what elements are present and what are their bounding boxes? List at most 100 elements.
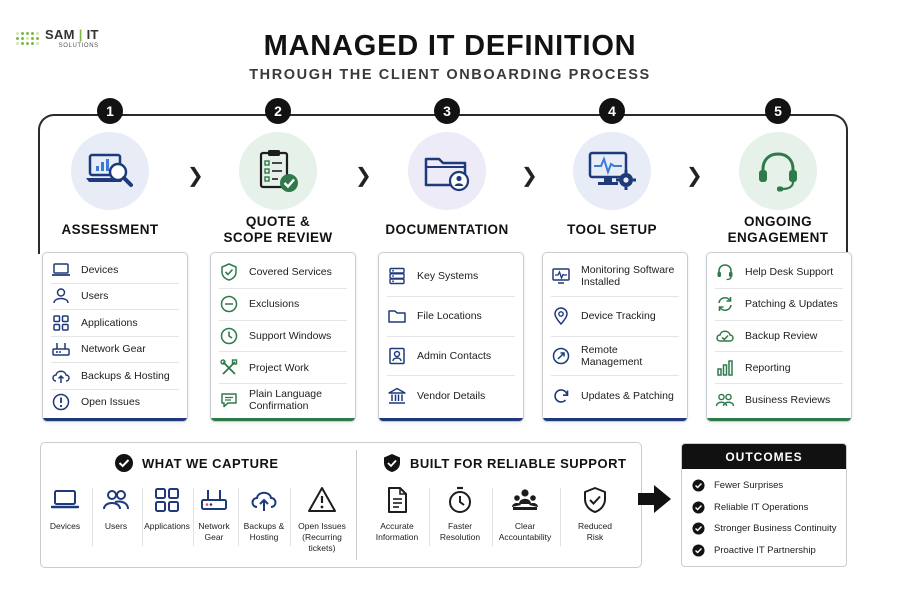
list-item: Network Gear: [51, 337, 179, 363]
map-pin-icon: [554, 307, 568, 326]
warning-triangle-icon: [308, 487, 336, 512]
arrow-right-icon: [638, 485, 671, 513]
support-heading: BUILT FOR RELIABLE SUPPORT: [382, 453, 626, 473]
capture-panel: [40, 442, 642, 568]
cloud-upload-icon: [52, 370, 70, 383]
list-item: Reporting: [715, 352, 843, 385]
shield-check-icon: [221, 263, 237, 282]
step-1-number: 1: [97, 98, 123, 124]
step-2-label: QUOTE &SCOPE REVIEW: [223, 214, 333, 245]
list-item: Help Desk Support: [715, 257, 843, 289]
users-icon: [103, 490, 129, 510]
step-3-icon-circle: [408, 132, 486, 210]
server-icon: [389, 268, 405, 285]
router-icon: [52, 343, 70, 356]
list-item: Applications: [51, 310, 179, 337]
list-item: Updates & Patching: [551, 376, 679, 415]
bar-chart-icon: [717, 360, 733, 376]
contact-card-icon: [389, 347, 405, 365]
laptop-icon: [50, 490, 80, 509]
list-item: Key Systems: [387, 257, 515, 297]
step-5-card: Help Desk Support Patching & Updates Bac…: [706, 252, 852, 422]
shield-check-icon: [384, 454, 400, 472]
bank-icon: [388, 387, 406, 404]
user-icon: [53, 288, 69, 304]
separator: [92, 488, 93, 546]
list-item: Backup Review: [715, 321, 843, 353]
check-circle-icon: [692, 479, 705, 492]
panel-divider: [356, 450, 357, 560]
step-5-icon-circle: [739, 132, 817, 210]
step-3-label: DOCUMENTATION: [385, 222, 509, 237]
tools-icon: [220, 359, 238, 375]
step-1-card: Devices Users Applications Network Gear …: [42, 252, 188, 422]
list-item: Proactive IT Partnership: [692, 540, 846, 562]
router-icon: [201, 490, 227, 510]
chevron-right-icon: ❯: [355, 165, 372, 187]
people-icon: [715, 393, 735, 406]
step-1-label: ASSESSMENT: [61, 222, 159, 237]
brand-name-left: SAM: [45, 27, 75, 42]
check-circle-icon: [692, 544, 705, 557]
headset-small-icon: [717, 264, 733, 281]
list-item: Fewer Surprises: [692, 475, 846, 497]
separator: [290, 488, 291, 546]
logo-dots-icon: [16, 32, 39, 45]
list-item: Covered Services: [219, 257, 347, 289]
capture-item-users: Users: [94, 485, 138, 532]
list-item: Open Issues: [51, 390, 179, 416]
step-4-label: TOOL SETUP: [567, 222, 657, 237]
step-2-number: 2: [265, 98, 291, 124]
list-item: Remote Management: [551, 337, 679, 377]
separator: [142, 488, 143, 546]
list-item: Support Windows: [219, 321, 347, 353]
outcomes-panel: OUTCOMES Fewer Surprises Reliable IT Ope…: [681, 443, 847, 567]
step-2-card: Covered Services Exclusions Support Wind…: [210, 252, 356, 422]
separator: [560, 488, 561, 546]
team-icon: [512, 489, 538, 510]
page-subtitle: THROUGH THE CLIENT ONBOARDING PROCESS: [249, 67, 651, 83]
chevron-right-icon: ❯: [521, 165, 538, 187]
capture-heading: WHAT WE CAPTURE: [114, 453, 279, 473]
capture-item-backups-hosting: Backups &Hosting: [240, 485, 288, 543]
chat-icon: [221, 392, 237, 407]
capture-item-applications: Applications: [144, 485, 190, 532]
capture-item-open-issues: Open Issues(Recurring tickets): [292, 485, 352, 554]
separator: [429, 488, 430, 546]
shield-check-icon: [584, 487, 606, 513]
alert-circle-icon: [52, 394, 70, 411]
step-2-icon-circle: [239, 132, 317, 210]
sync-icon: [718, 297, 732, 312]
list-item: Users: [51, 284, 179, 310]
step-5-number: 5: [765, 98, 791, 124]
step-4-number: 4: [599, 98, 625, 124]
brand-sub: SOLUTIONS: [58, 43, 99, 49]
list-item: Device Tracking: [551, 297, 679, 337]
remote-arrows-icon: [552, 347, 570, 365]
folder-user-icon: [424, 157, 470, 192]
clipboard-check-icon: [259, 150, 298, 192]
list-item: Project Work: [219, 352, 347, 385]
list-item: Reliable IT Operations: [692, 497, 846, 519]
separator: [238, 488, 239, 546]
list-item: Stronger Business Continuity: [692, 518, 846, 540]
check-circle-icon: [692, 522, 705, 535]
list-item: File Locations: [387, 297, 515, 337]
stopwatch-icon: [449, 486, 471, 513]
list-item: Exclusions: [219, 289, 347, 321]
check-circle-icon: [115, 454, 133, 472]
separator: [492, 488, 493, 546]
outcomes-heading: OUTCOMES: [682, 444, 846, 469]
step-4-icon-circle: [573, 132, 651, 210]
separator: [193, 488, 194, 546]
step-1-icon-circle: [71, 132, 149, 210]
check-circle-icon: [692, 501, 705, 514]
minus-circle-icon: [220, 295, 238, 313]
grid-apps-icon: [53, 315, 69, 331]
